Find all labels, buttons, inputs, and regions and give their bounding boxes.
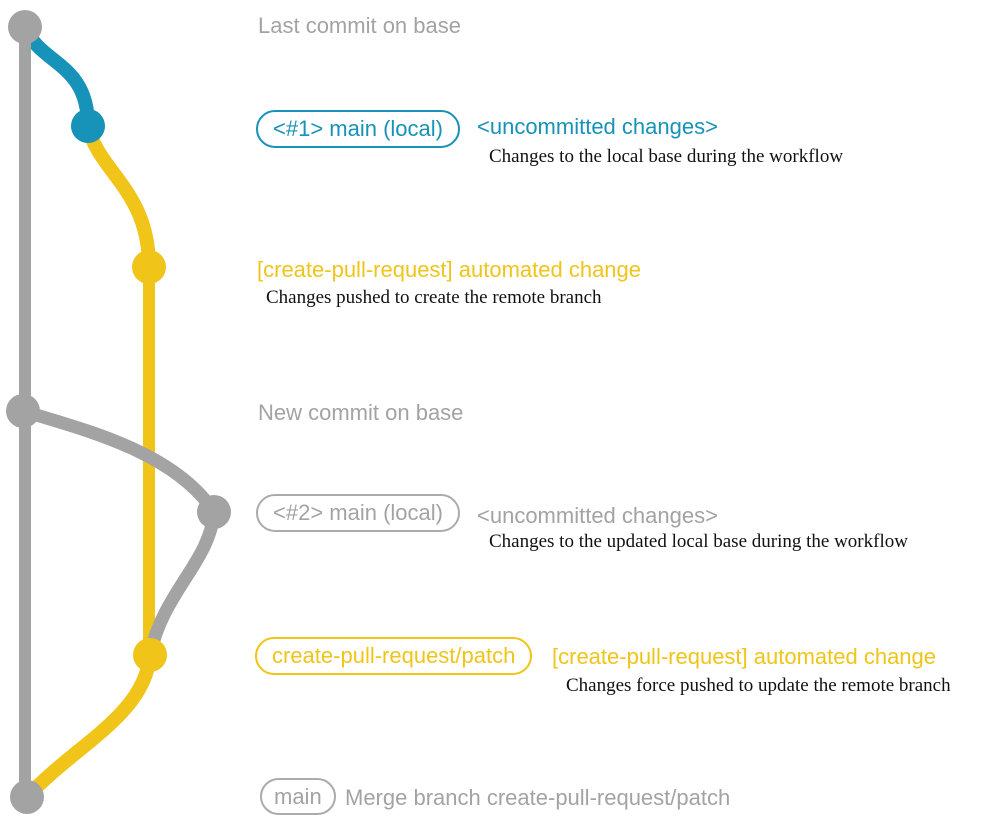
commit-description-uncommitted-2: Changes to the updated local base during… <box>489 531 908 552</box>
commit-node-uncommitted-2 <box>197 495 231 529</box>
commit-message-automated-2: [create-pull-request] automated change <box>552 644 937 669</box>
commit-node-automated-1 <box>132 250 166 284</box>
commit-node-merge <box>10 780 44 814</box>
branch-pill-main-local-1: <#1> main (local) <box>256 110 460 148</box>
commit-node-uncommitted-1 <box>71 109 105 143</box>
label-new-commit-on-base: New commit on base <box>258 400 464 425</box>
commit-message-merge: Merge branch create-pull-request/patch <box>345 785 731 810</box>
edge-local-change-2 <box>16 404 221 662</box>
branch-pill-main: main <box>260 778 336 815</box>
commit-description-uncommitted-1: Changes to the local base during the wor… <box>489 146 844 167</box>
commit-node-new-base <box>6 394 40 428</box>
edge-patch-merge-to-base <box>20 648 157 804</box>
commit-message-uncommitted-2: <uncommitted changes> <box>477 503 718 528</box>
commit-description-automated-1: Changes pushed to create the remote bran… <box>266 287 602 308</box>
commit-node-last-base <box>8 10 42 44</box>
branch-pill-patch: create-pull-request/patch <box>255 637 533 675</box>
commit-message-automated-1: [create-pull-request] automated change <box>257 257 642 282</box>
commit-node-automated-2 <box>133 638 167 672</box>
branch-pill-main-local-2: <#2> main (local) <box>256 494 460 532</box>
edge-local-change-1 <box>18 20 95 133</box>
commit-graph <box>6 10 231 814</box>
label-last-commit-on-base: Last commit on base <box>258 13 461 38</box>
edge-patch-branch-create <box>81 119 156 274</box>
commit-message-uncommitted-1: <uncommitted changes> <box>477 114 718 139</box>
commit-description-automated-2: Changes force pushed to update the remot… <box>566 675 951 696</box>
